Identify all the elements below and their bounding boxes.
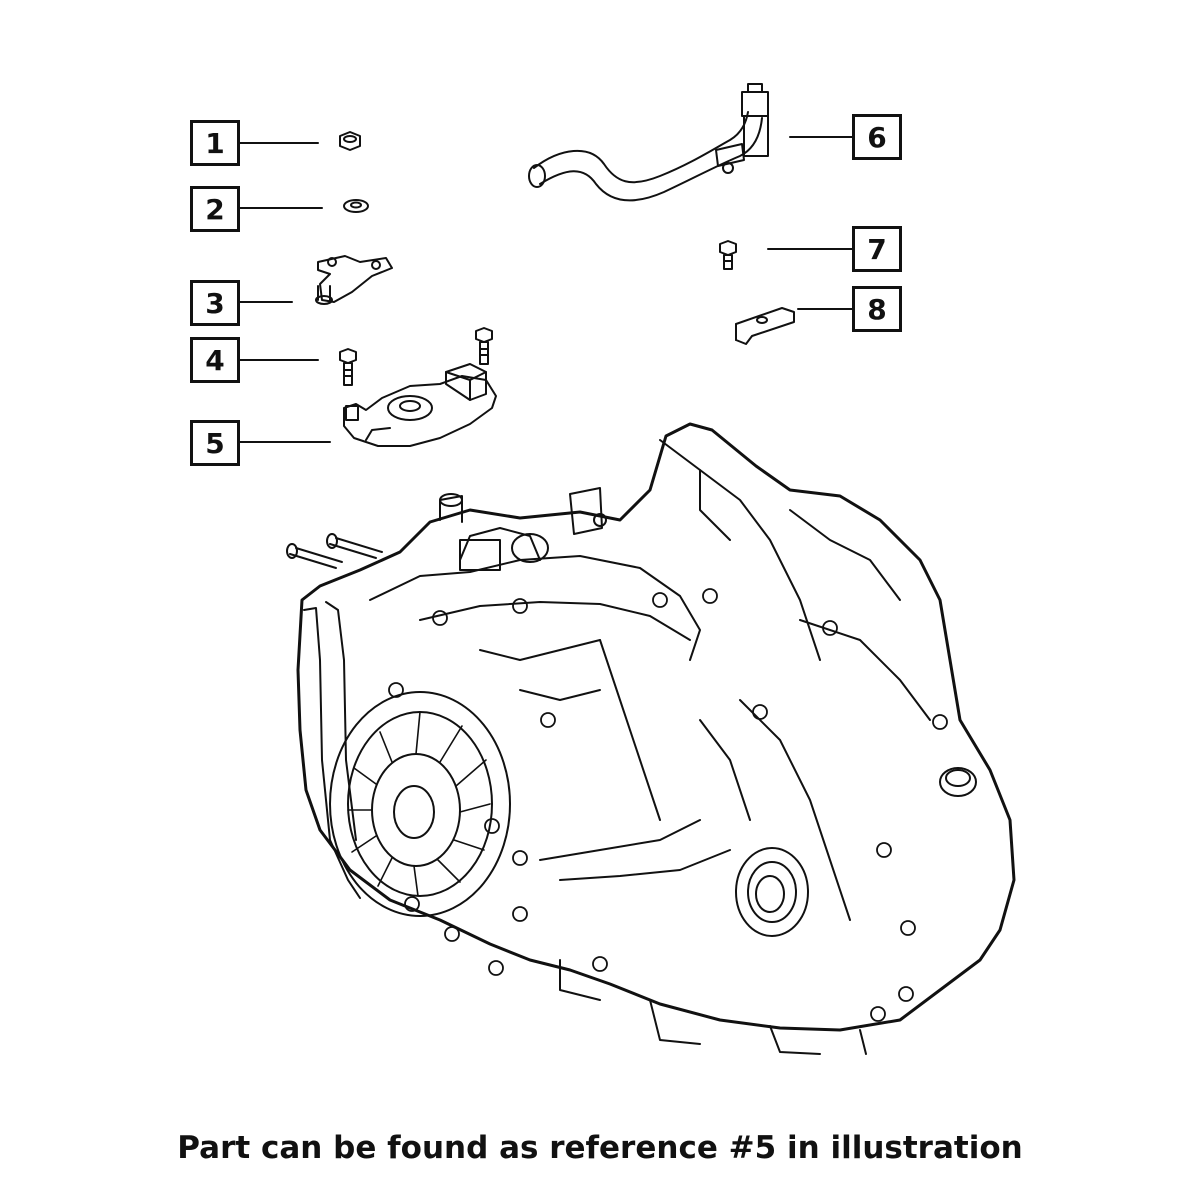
callout-label: 7 [867, 232, 887, 266]
callout-3: 3 [190, 280, 240, 326]
part-3-lever [315, 255, 393, 305]
callout-4: 4 [190, 337, 240, 383]
transmission-assembly [286, 422, 1016, 1055]
part-8-bracket [735, 307, 795, 345]
callout-5: 5 [190, 420, 240, 466]
part-1-nut [339, 131, 361, 151]
callout-6: 6 [852, 114, 902, 160]
part-2-washer [343, 199, 369, 213]
callout-label: 1 [205, 126, 225, 160]
part-6-tube [528, 83, 769, 202]
callout-label: 6 [867, 120, 887, 154]
callout-7: 7 [852, 226, 902, 272]
callout-2: 2 [190, 186, 240, 232]
leader-lines [239, 136, 853, 443]
callout-label: 3 [205, 286, 225, 320]
reference-caption: Part can be found as reference #5 in ill… [177, 1130, 1023, 1166]
callout-label: 4 [205, 343, 225, 377]
part-5-sensor [343, 363, 497, 447]
callout-label: 8 [867, 292, 887, 326]
part-7-bolt [719, 240, 737, 270]
callout-1: 1 [190, 120, 240, 166]
callout-8: 8 [852, 286, 902, 332]
callout-label: 2 [205, 192, 225, 226]
callout-label: 5 [205, 426, 225, 460]
part-4-bolts [339, 327, 493, 386]
